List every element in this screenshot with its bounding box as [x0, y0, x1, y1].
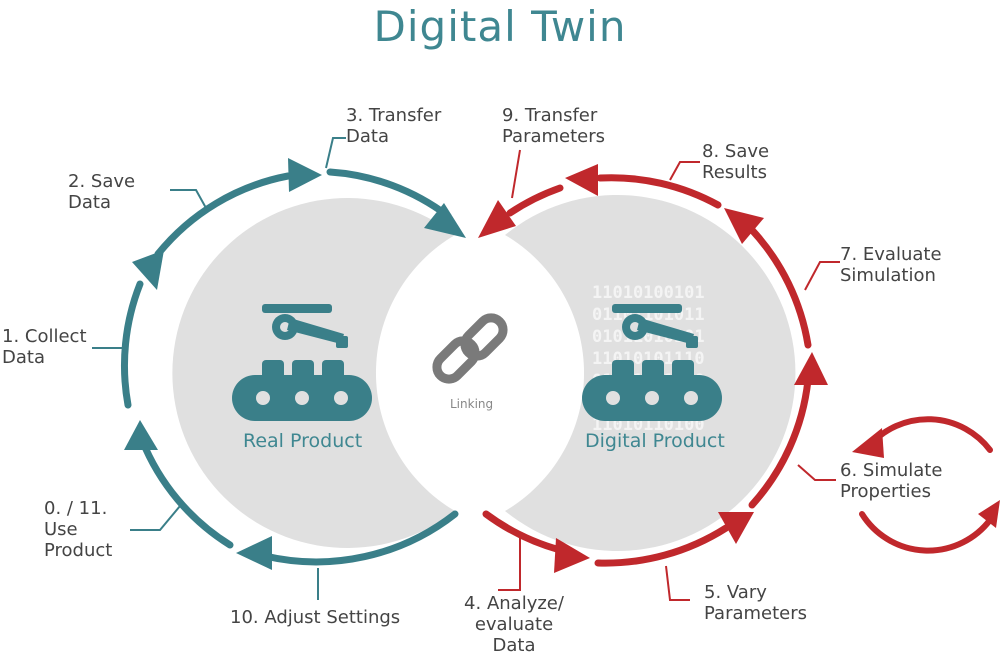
- leader-use-product: [130, 505, 181, 531]
- step-save-results-label: 8. Save Results: [702, 141, 769, 183]
- step-adjust-settings-line: 10. Adjust Settings: [230, 607, 401, 628]
- teal-arc-lower-left: [138, 436, 234, 549]
- arrowhead-to-save: [132, 250, 164, 290]
- step-adjust-settings-label: 10. Adjust Settings: [230, 607, 400, 628]
- arrowhead-to-collect: [124, 420, 158, 450]
- red-arc-simulate: [748, 376, 812, 509]
- step-evaluate-label: 7. Evaluate Simulation: [840, 244, 942, 286]
- step-simulate-label: 6. Simulate Properties: [840, 460, 942, 502]
- leader-vary: [665, 565, 690, 601]
- step-use-product-line: Product: [44, 540, 113, 561]
- step-save-results-line: Results: [702, 162, 767, 183]
- leader-transfer-data: [325, 137, 346, 169]
- arrowhead-to-use-product: [236, 536, 272, 570]
- teal-arc-left: [120, 280, 144, 409]
- real-product-label: Real Product: [243, 430, 363, 452]
- step-save-data-line: Data: [68, 192, 111, 213]
- step-analyze-label: 4. Analyze/ evaluate Data: [455, 593, 573, 656]
- step-use-product-label: 0. / 11. Use Product: [44, 498, 112, 561]
- arrowhead-to-transfer: [288, 158, 322, 192]
- leader-analyze: [498, 532, 521, 591]
- factory-robot-icon: [232, 304, 372, 421]
- red-arc-vary: [594, 524, 730, 567]
- red-arc-transfer: [506, 184, 564, 217]
- step-evaluate-line: Simulation: [840, 265, 936, 286]
- step-analyze-line: Data: [492, 635, 536, 656]
- teal-arc-bottom: [261, 510, 459, 566]
- step-transfer-data-label: 3. Transfer Data: [346, 105, 441, 147]
- factory-robot-icon-digital: [582, 304, 722, 421]
- red-arc-save: [596, 174, 722, 209]
- digital-product-cycle: [482, 174, 812, 567]
- step-transfer-parameters-label: 9. Transfer Parameters: [502, 105, 605, 147]
- step-transfer-parameters-line: 9. Transfer: [502, 105, 598, 126]
- arrowhead-to-linking: [424, 203, 466, 238]
- step-analyze-line: evaluate: [474, 614, 554, 635]
- linking-label: Linking: [450, 397, 494, 411]
- digital-product-label: Digital Product: [585, 430, 725, 452]
- step-simulate-line: Properties: [840, 481, 931, 502]
- loop-arrowhead-right: [978, 500, 1000, 528]
- teal-arrowheads: [124, 158, 466, 570]
- simulation-loop-bottom-arc: [859, 511, 993, 554]
- red-leader-lines: [498, 149, 840, 601]
- arrowhead-to-vary: [718, 512, 754, 544]
- step-analyze-line: 4. Analyze/: [464, 593, 564, 614]
- step-collect-data-line: Data: [2, 347, 45, 368]
- leader-transfer-parameters: [511, 149, 521, 199]
- step-collect-data-label: 1. Collect Data: [2, 326, 87, 368]
- leader-simulate: [797, 464, 836, 481]
- arrowhead-to-evaluate: [724, 208, 764, 244]
- step-save-data-line: 2. Save: [68, 171, 136, 192]
- red-arrowheads: [478, 164, 828, 573]
- step-evaluate-line: 7. Evaluate: [840, 244, 942, 265]
- simulation-loop: [859, 416, 993, 554]
- red-arc-evaluate: [748, 226, 812, 349]
- arrowhead-to-simulate: [794, 352, 828, 385]
- leader-save-data: [170, 189, 207, 209]
- real-product-cycle: [120, 168, 459, 566]
- step-transfer-parameters-line: Parameters: [502, 126, 606, 147]
- teal-arc-top: [326, 168, 452, 220]
- step-collect-data-line: 1. Collect: [2, 326, 87, 347]
- step-use-product-line: Use: [44, 519, 78, 540]
- chain-link-icon: [432, 313, 508, 384]
- step-vary-parameters-line: 5. Vary: [704, 582, 767, 603]
- step-save-data-label: 2. Save Data: [68, 171, 135, 213]
- simulation-loop-arrowheads: [852, 428, 1000, 528]
- step-vary-parameters-label: 5. Vary Parameters: [704, 582, 807, 624]
- diagram-title: Digital Twin: [373, 2, 627, 51]
- loop-arrowhead-left: [852, 428, 884, 458]
- arrowhead-to-analyze: [554, 538, 590, 573]
- step-save-results-line: 8. Save: [702, 141, 770, 162]
- step-use-product-line: 0. / 11.: [44, 498, 108, 519]
- arrowhead-to-linking-red: [478, 200, 516, 238]
- binary-line: 11010100101: [592, 283, 705, 303]
- leader-evaluate: [804, 261, 840, 291]
- step-transfer-data-line: 3. Transfer: [346, 105, 442, 126]
- teal-leader-lines: [92, 137, 346, 600]
- arrowhead-to-save-results: [565, 164, 598, 196]
- step-simulate-line: 6. Simulate: [840, 460, 943, 481]
- step-vary-parameters-line: Parameters: [704, 603, 808, 624]
- red-arc-analyze: [482, 510, 564, 554]
- leader-save-results: [669, 161, 700, 181]
- simulation-loop-top-arc: [867, 416, 993, 453]
- step-transfer-data-line: Data: [346, 126, 389, 147]
- teal-arc-upper-left: [154, 172, 292, 258]
